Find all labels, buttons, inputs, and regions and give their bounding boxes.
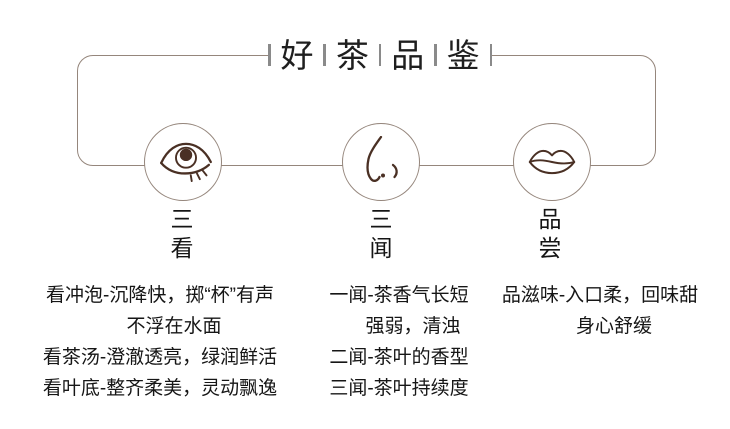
desc-line: 一闻-茶香气长短 (329, 285, 469, 306)
title-separator-tick (434, 44, 437, 66)
desc-line: 身心舒缓 (575, 316, 652, 337)
desc-line: 二闻-茶叶的香型 (329, 347, 469, 368)
desc-line: 看冲泡-沉降快，掷“杯”有声 (46, 285, 274, 306)
section-circle-taste (513, 123, 591, 201)
desc-line: 三闻-茶叶持续度 (329, 378, 469, 399)
title-separator-tick (323, 44, 326, 66)
title-char: 好 (280, 36, 314, 74)
title-separator-tick (378, 44, 382, 66)
title-separator-tick (489, 44, 492, 66)
desc-line: 品滋味-入口柔，回味甜 (501, 285, 699, 306)
desc-line: 看茶汤-澄澈透亮，绿润鲜活 (42, 347, 278, 368)
desc-line: 不浮在水面 (126, 316, 222, 337)
section-label-smell: 三闻 (369, 206, 393, 261)
page-title: 好 茶 品 鉴 (268, 32, 492, 78)
nose-icon (366, 136, 398, 182)
section-circle-look (144, 123, 222, 201)
section-circle-smell (342, 123, 420, 201)
title-separator-tick (268, 44, 271, 66)
desc-line: 看叶底-整齐柔美，灵动飘逸 (42, 378, 278, 399)
section-label-taste: 品尝 (538, 206, 562, 261)
eye-icon (160, 142, 212, 183)
title-char: 茶 (335, 36, 369, 74)
section-description-look: 看冲泡-沉降快，掷“杯”有声 不浮在水面 看茶汤-澄澈透亮，绿润鲜活 看叶底-整… (33, 280, 287, 404)
title-char: 鉴 (446, 36, 480, 74)
section-description-smell: 一闻-茶香气长短 强弱，清浊 二闻-茶叶的香型 三闻-茶叶持续度 (323, 280, 475, 404)
lips-icon (528, 149, 576, 175)
desc-line: 强弱，清浊 (365, 316, 461, 337)
section-label-look: 三看 (170, 206, 194, 261)
title-char: 品 (391, 36, 425, 74)
section-description-taste: 品滋味-入口柔，回味甜 身心舒缓 (489, 280, 711, 342)
